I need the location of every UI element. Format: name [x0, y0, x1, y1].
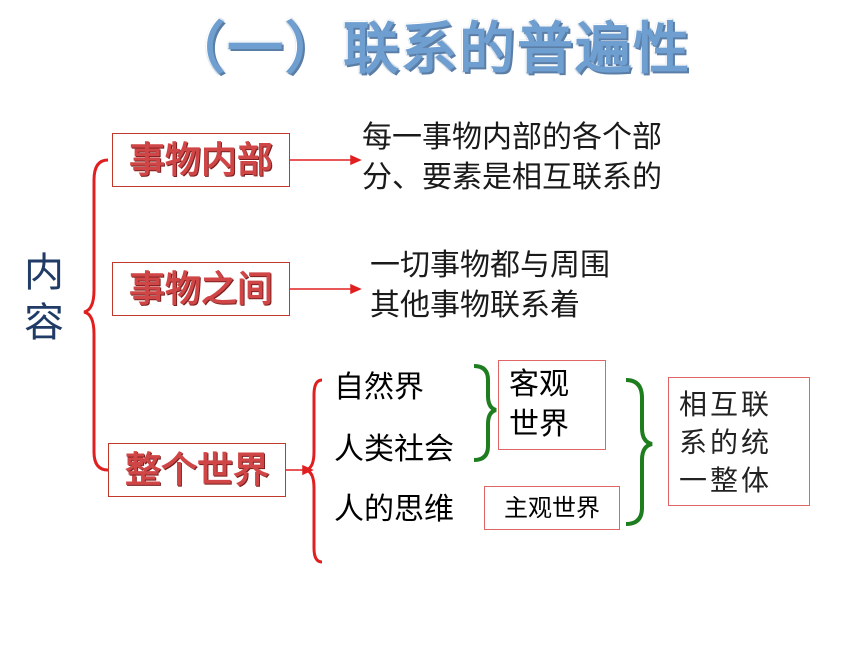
- unity-brace: [625, 378, 653, 526]
- main-brace: [83, 158, 109, 472]
- objective-world-box: 客观 世界: [498, 360, 606, 450]
- subjective-world-box: 主观世界: [484, 486, 620, 530]
- conclusion-line-1: 相互联: [679, 388, 773, 421]
- desc-inner: 每一事物内部的各个部 分、要素是相互联系的: [362, 118, 662, 198]
- category-box-inner: 事物内部: [112, 133, 290, 187]
- world-item-society: 人类社会: [334, 432, 454, 467]
- arrow-inner: [290, 154, 362, 166]
- desc-between-line-1: 一切事物都与周围: [370, 248, 610, 283]
- objective-brace: [473, 364, 497, 462]
- desc-between-line-2: 其他事物联系着: [370, 288, 580, 323]
- objective-world-line-1: 客观: [509, 367, 569, 402]
- content-label-char-1: 内: [24, 250, 64, 296]
- content-label: 内 容: [24, 248, 64, 348]
- content-label-char-2: 容: [24, 300, 64, 346]
- category-box-between: 事物之间: [112, 262, 290, 316]
- world-brace: [305, 378, 323, 564]
- conclusion-box: 相互联 系的统 一整体: [668, 377, 810, 506]
- subjective-world-label: 主观世界: [504, 494, 600, 522]
- conclusion-line-2: 系的统: [679, 426, 773, 459]
- arrow-between: [290, 283, 362, 295]
- objective-world-line-2: 世界: [509, 407, 569, 442]
- page-title: （一）联系的普遍性: [169, 17, 691, 82]
- world-item-nature: 自然界: [334, 370, 424, 405]
- desc-inner-line-1: 每一事物内部的各个部: [362, 120, 662, 155]
- category-label-between: 事物之间: [128, 268, 273, 310]
- category-label-inner: 事物内部: [128, 139, 273, 181]
- category-box-world: 整个世界: [108, 443, 286, 497]
- world-item-thought: 人的思维: [334, 492, 454, 527]
- category-label-world: 整个世界: [124, 449, 269, 491]
- desc-inner-line-2: 分、要素是相互联系的: [362, 160, 662, 195]
- conclusion-line-3: 一整体: [679, 464, 773, 497]
- desc-between: 一切事物都与周围 其他事物联系着: [370, 246, 610, 326]
